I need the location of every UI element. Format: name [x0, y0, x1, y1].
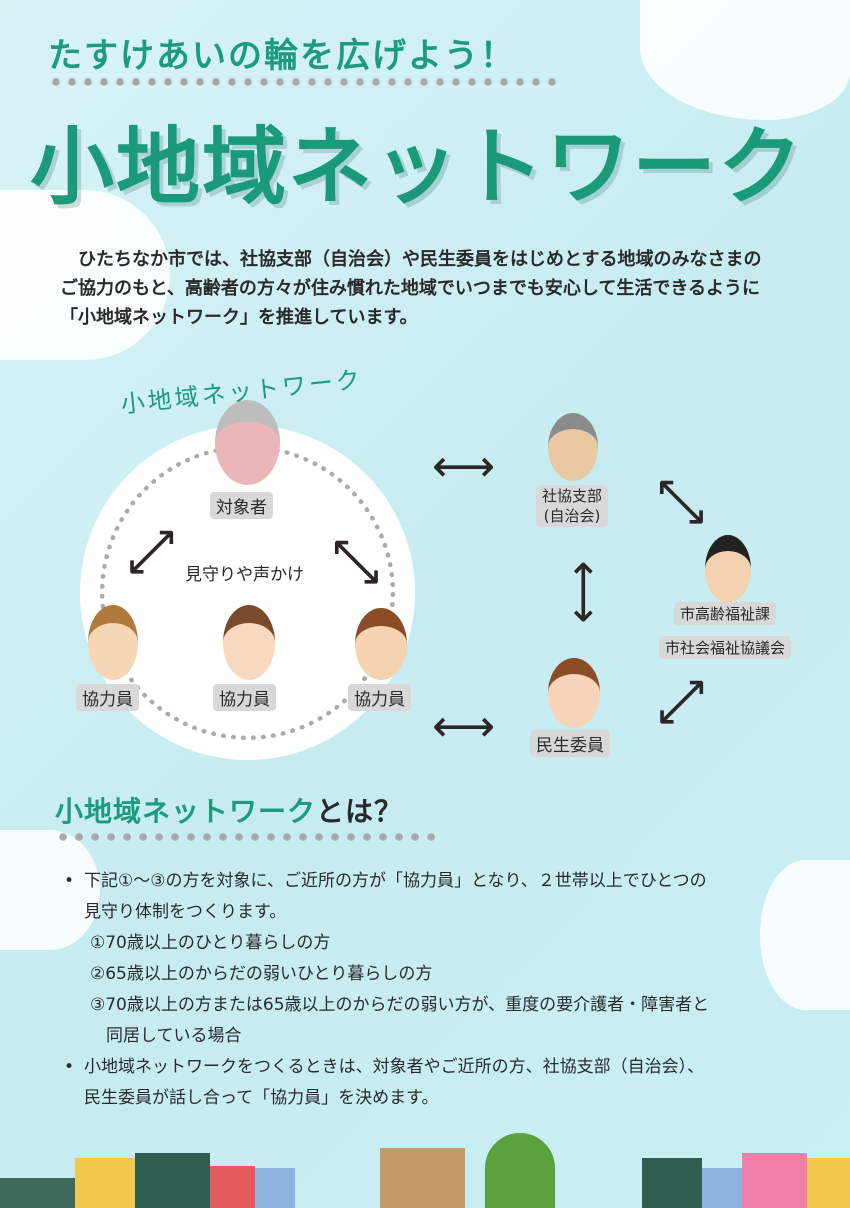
helper-icon — [88, 605, 138, 680]
heading-dark: とは？ — [316, 795, 404, 828]
double-arrow-icon: ⟷ — [640, 661, 722, 742]
city-label: 市高齢福祉課 — [674, 602, 777, 625]
helper-label: 協力員 — [213, 684, 276, 711]
double-arrow-icon: ⟷ — [641, 461, 723, 542]
intro-text: ひたちなか市では、社協支部（自治会）や民生委員をはじめとする地域のみなさまの ご… — [60, 245, 820, 332]
criteria-item: ①70歳以上のひとり暮らしの方 — [90, 933, 331, 953]
house-illustration — [380, 1148, 465, 1208]
watch-label: 見守りや声かけ — [185, 565, 304, 585]
dotted-divider — [55, 833, 440, 841]
house-illustration — [210, 1166, 255, 1208]
house-illustration — [807, 1158, 850, 1208]
heading-green: 小地域ネットワーク — [55, 795, 317, 828]
house-illustration — [642, 1158, 702, 1208]
dotted-divider — [48, 78, 558, 86]
double-arrow-icon: ⟷ — [432, 701, 496, 752]
elderly-person-icon — [215, 400, 280, 485]
helper-icon — [223, 605, 275, 680]
criteria-item: ③70歳以上の方または65歳以上のからだの弱い方が、重度の要介護者・障害者と — [90, 995, 710, 1015]
double-arrow-icon: ⟷ — [432, 441, 496, 492]
list-item: 下記①～③の方を対象に、ご近所の方が「協力員」となり、２世帯以上でひとつの見守り… — [60, 866, 830, 928]
commissioner-icon — [548, 658, 600, 728]
tree-illustration — [485, 1133, 555, 1208]
house-illustration — [255, 1168, 295, 1208]
house-illustration — [135, 1153, 210, 1208]
section-heading: 小地域ネットワークとは？ — [55, 790, 403, 830]
cloud — [0, 190, 170, 360]
intro-line: ご協力のもと、高齢者の方々が住み慣れた地域でいつまでも安心して生活できるように — [60, 278, 761, 299]
commissioner-label: 民生委員 — [530, 730, 610, 757]
description-list: 下記①～③の方を対象に、ご近所の方が「協力員」となり、２世帯以上でひとつの見守り… — [60, 866, 830, 1114]
list-item-line: 小地域ネットワークをつくるときは、対象者やご近所の方、社協支部（自治会）、 — [84, 1057, 705, 1077]
council-label: 市社会福祉協議会 — [659, 636, 792, 659]
double-arrow-icon: ⟷ — [558, 560, 610, 624]
branch-label-line: 社協支部 — [542, 487, 603, 505]
house-illustration — [742, 1153, 807, 1208]
criteria-item: ②65歳以上のからだの弱いひとり暮らしの方 — [90, 964, 433, 984]
house-illustration — [75, 1158, 135, 1208]
branch-label: 社協支部 (自治会) — [536, 485, 609, 527]
branch-label-line: (自治会) — [543, 507, 601, 525]
subtitle: たすけあいの輪を広げよう！ — [48, 36, 516, 76]
list-item-line: 下記①～③の方を対象に、ご近所の方が「協力員」となり、２世帯以上でひとつの — [84, 871, 707, 891]
city-staff-icon — [705, 535, 751, 603]
list-item-line: 見守り体制をつくります。 — [84, 902, 287, 922]
house-illustration — [702, 1168, 742, 1208]
intro-line: 「小地域ネットワーク」を推進しています。 — [60, 307, 418, 328]
list-item: 小地域ネットワークをつくるときは、対象者やご近所の方、社協支部（自治会）、民生委… — [60, 1052, 830, 1114]
target-label: 対象者 — [210, 492, 273, 519]
branch-person-icon — [548, 413, 598, 481]
helper-label: 協力員 — [348, 684, 411, 711]
helper-icon — [355, 608, 407, 680]
page-title: 小地域ネットワーク — [30, 118, 805, 216]
intro-line: ひたちなか市では、社協支部（自治会）や民生委員をはじめとする地域のみなさまの — [60, 249, 762, 270]
helper-label: 協力員 — [76, 684, 139, 711]
list-item-line: 民生委員が話し合って「協力員」を決めます。 — [84, 1088, 439, 1108]
house-illustration — [0, 1178, 75, 1208]
criteria-item: 同居している場合 — [106, 1026, 242, 1046]
